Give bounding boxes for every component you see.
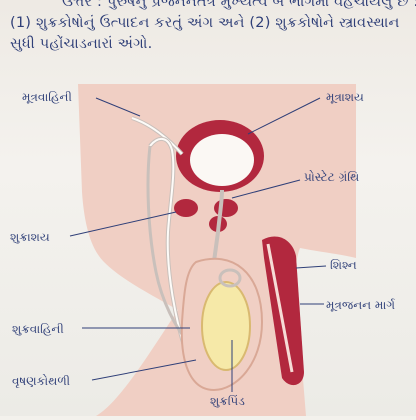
pointer-bladder	[247, 97, 321, 135]
epididymis	[218, 268, 242, 288]
label-testis: શુક્રપિંડ	[210, 394, 245, 408]
pointer-scrotum	[91, 359, 197, 381]
label-bladder: મૂત્રાશય	[326, 90, 364, 104]
pointer-prostate	[231, 179, 301, 199]
pointer-penis	[295, 265, 327, 269]
bladder-cavity	[190, 134, 254, 186]
answer-line-2: (1) શુક્રકોષોનું ઉત્પાદન કરતું અંગ અને (…	[10, 15, 400, 31]
urethral-canal	[266, 243, 294, 373]
label-urethra-canal: મૂત્રજનન માર્ગ	[326, 298, 396, 312]
label-seminal-vesicle: શુક્રાશય	[10, 230, 50, 244]
answer-text: ઉત્તર : પુરુષનું પ્રજનનતંત્ર મુખ્યત્વે બ…	[10, 0, 416, 55]
label-penis: શિશ્ન	[330, 258, 357, 272]
diagram-svg	[69, 84, 356, 416]
seminal-vesicle-right	[214, 199, 238, 217]
answer-line-3: સુધી પહોંચાડનારાં અંગો.	[10, 36, 153, 52]
answer-line-1: ઉત્તર : પુરુષનું પ્રજનનતંત્ર મુખ્યત્વે બ…	[62, 0, 416, 10]
label-prostate: પ્રોસ્ટેટ ગ્રંથિ	[304, 170, 360, 184]
pointer-urethra-left	[95, 97, 141, 117]
label-vas-deferens: શુક્રવાહિની	[12, 322, 64, 336]
testis	[201, 281, 251, 371]
pointer-seminal-vesicle	[69, 211, 177, 237]
label-scrotum: વૃષણકોથળી	[12, 374, 71, 388]
label-urethra-left: મૂત્રવાહિની	[22, 90, 72, 104]
seminal-vesicle-left	[174, 199, 198, 217]
pointer-lines	[69, 97, 327, 392]
male-reproductive-system-diagram: મૂત્રવાહિની મૂત્રાશય પ્રોસ્ટેટ ગ્રંથિ શુ…	[0, 72, 416, 416]
